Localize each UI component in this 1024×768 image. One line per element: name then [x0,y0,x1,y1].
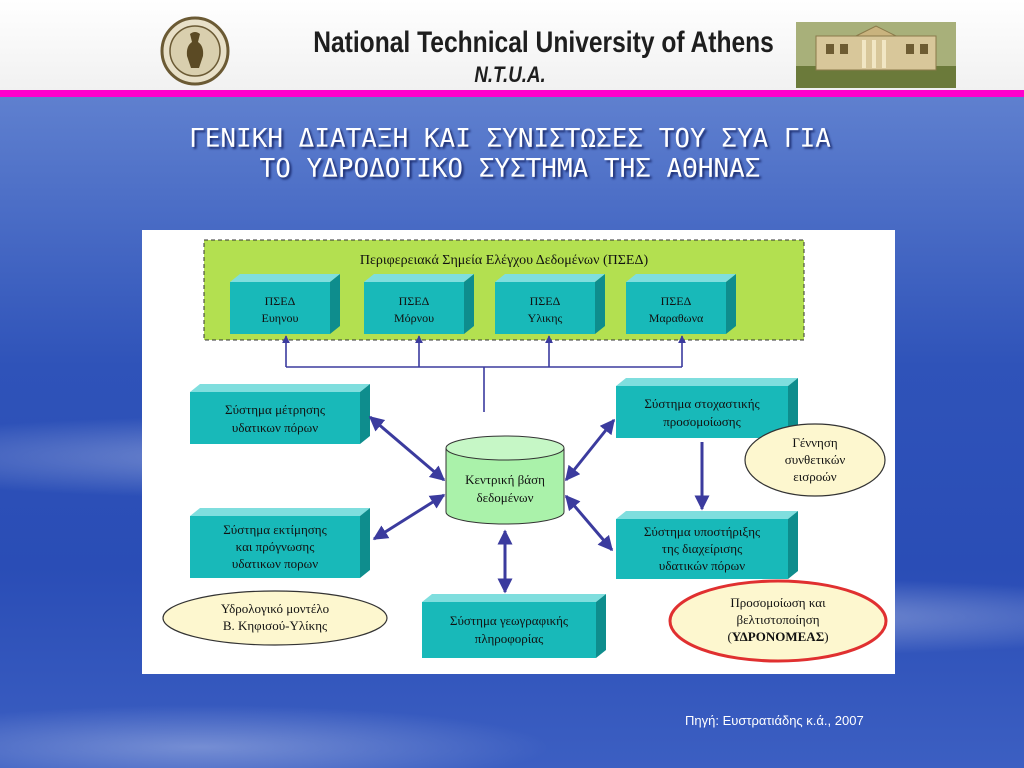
psed-connector [282,335,686,412]
synthetic-inflows-line2: συνθετικών [785,452,846,467]
header-accent-bar [0,90,1024,97]
estimation-system-line2: και πρόγνωσης [236,539,316,554]
psed-box-mornos-line1: ΠΣΕΔ [399,294,430,308]
hydrological-model-line2: Β. Κηφισού-Υλίκης [223,618,328,633]
management-support-line2: της διαχείρισης [662,541,743,556]
gis-system-line2: πληροφορίας [475,631,544,646]
hydrological-model-ellipse: Υδρολογικό μοντέλο Β. Κηφισού-Υλίκης [162,590,388,646]
hydronomeas-name: ΥΔΡΟΝΟΜΕΑΣ [732,629,824,644]
estimation-system-box: Σύστημα εκτίμησης και πρόγνωσης υδατικων… [190,508,370,578]
estimation-system-line1: Σύστημα εκτίμησης [223,522,327,537]
hydronomeas-line3: (ΥΔΡΟΝΟΜΕΑΣ) [727,629,828,644]
measurement-system-box: Σύστημα μέτρησης υδατικων πόρων [190,384,370,444]
slide-title-line1: ΓΕΝΙΚΗ ΔΙΑΤΑΞΗ ΚΑΙ ΣΥΝΙΣΤΩΣΕΣ ΤΟΥ ΣΥΑ ΓΙ… [189,124,831,154]
psed-box-mornos-line2: Μόρνου [394,311,434,325]
gis-system-line1: Σύστημα γεωγραφικής [450,613,569,628]
measurement-system-line2: υδατικων πόρων [232,420,318,435]
stochastic-simulation-line2: προσομοίωσης [663,414,741,429]
slide-title-line2: ΤΟ ΥΔΡΟΔΟΤΙΚΟ ΣΥΣΤΗΜΑ ΤΗΣ ΑΘΗΝΑΣ [259,154,761,184]
hydronomeas-paren-close: ) [824,629,828,644]
psed-box-mornos: ΠΣΕΔ Μόρνου [364,274,474,334]
source-citation: Πηγή: Ευστρατιάδης κ.ά., 2007 [685,713,864,728]
psed-group-title: Περιφερειακά Σημεία Ελέγχου Δεδομένων (Π… [360,253,649,268]
psed-box-marathon-line1: ΠΣΕΔ [661,294,692,308]
management-support-line1: Σύστημα υποστήριξης [644,524,761,539]
management-support-box: Σύστημα υποστήριξης της διαχείρισης υδατ… [616,511,798,579]
hydronomeas-paren-open: ( [727,629,731,644]
stochastic-simulation-line1: Σύστημα στοχαστικής [644,396,760,411]
estimation-system-line3: υδατικων πορων [232,556,318,571]
hydronomeas-ellipse: Προσομοίωση και βελτιστοποίηση (ΥΔΡΟΝΟΜΕ… [668,579,888,663]
hydrological-model-line1: Υδρολογικό μοντέλο [221,601,329,616]
measurement-system-line1: Σύστημα μέτρησης [225,402,326,417]
diagram-arrows [368,415,710,594]
central-database-line2: δεδομένων [477,490,534,505]
psed-box-marathon-line2: Μαραθωνα [649,311,704,325]
header-banner: National Technical University of Athens … [0,0,1024,90]
university-name: National Technical University of Athens [313,26,774,59]
psed-box-evinos-line2: Ευηνου [262,311,299,325]
psed-box-yliki-line1: ΠΣΕΔ [530,294,561,308]
university-seal-icon [160,16,230,86]
management-support-line3: υδατικών πόρων [659,558,745,573]
synthetic-inflows-line1: Γέννηση [792,435,838,450]
university-abbreviation: N.T.U.A. [474,62,546,87]
hydronomeas-line1: Προσομοίωση και [730,595,826,610]
university-building-icon [796,22,956,88]
system-diagram: Περιφερειακά Σημεία Ελέγχου Δεδομένων (Π… [142,230,895,674]
hydronomeas-line2: βελτιστοποίηση [737,612,820,627]
stochastic-simulation-box: Σύστημα στοχαστικής προσομοίωσης [616,378,798,438]
slide-title: ΓΕΝΙΚΗ ΔΙΑΤΑΞΗ ΚΑΙ ΣΥΝΙΣΤΩΣΕΣ ΤΟΥ ΣΥΑ ΓΙ… [80,124,940,184]
gis-system-box: Σύστημα γεωγραφικής πληροφορίας [422,594,606,658]
psed-box-yliki-line2: Υλικης [528,311,563,325]
synthetic-inflows-ellipse: Γέννηση συνθετικών εισροών [744,423,886,497]
psed-box-yliki: ΠΣΕΔ Υλικης [495,274,605,334]
central-database: Κεντρική βάση δεδομένων [445,435,565,525]
synthetic-inflows-line3: εισροών [793,469,837,484]
psed-box-marathon: ΠΣΕΔ Μαραθωνα [626,274,736,334]
psed-box-evinos: ΠΣΕΔ Ευηνου [230,274,340,334]
psed-box-evinos-line1: ΠΣΕΔ [265,294,296,308]
central-database-line1: Κεντρική βάση [465,472,545,487]
